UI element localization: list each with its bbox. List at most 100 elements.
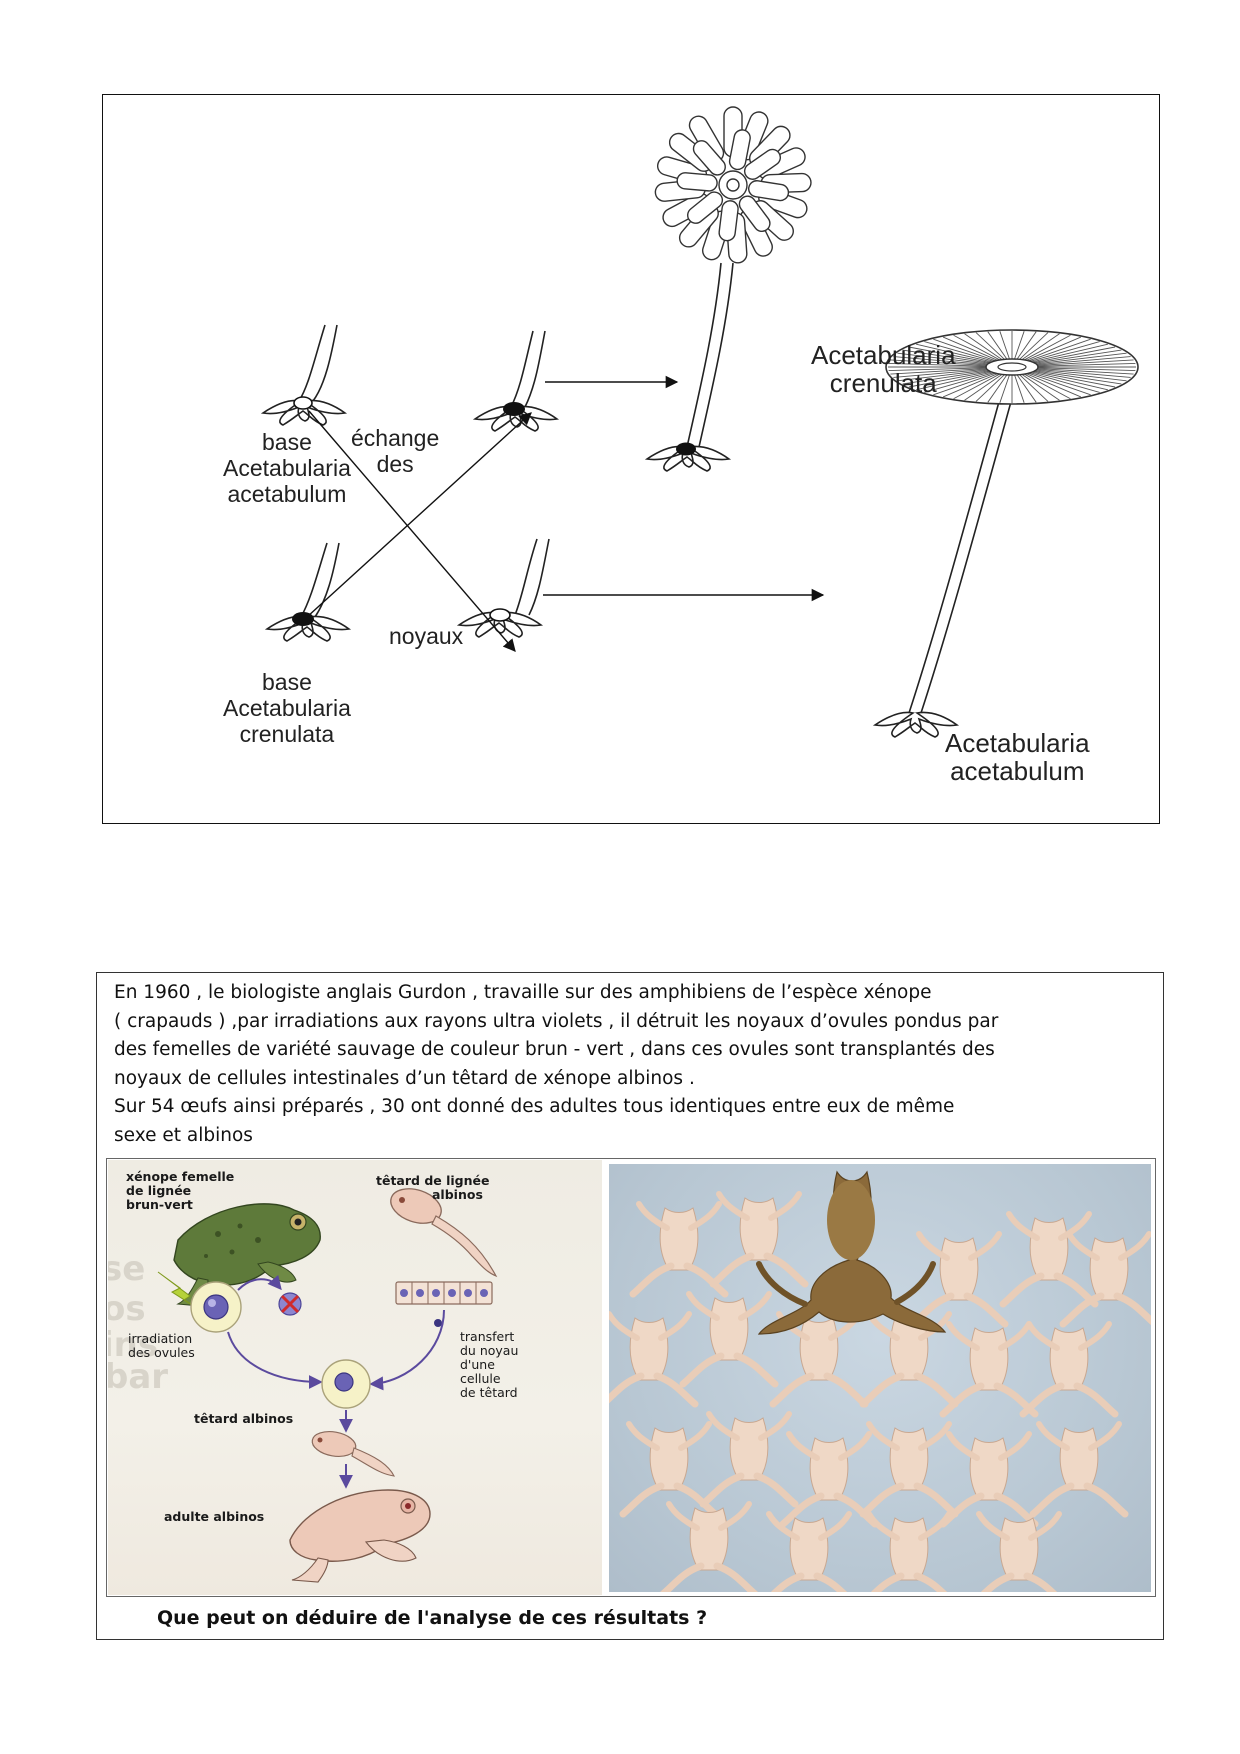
cap-rib xyxy=(933,338,996,362)
exchange-arrow-up xyxy=(306,412,532,618)
base-acetabulum-cell xyxy=(262,324,346,426)
label-female-frog: xénope femelle de lignée brun-vert xyxy=(126,1169,235,1212)
grafted-cell-top xyxy=(474,330,558,432)
albino-frog xyxy=(679,1291,779,1388)
svg-text:ins: ins xyxy=(108,1325,158,1365)
cap-rib xyxy=(1034,349,1122,364)
svg-text:se: se xyxy=(108,1249,145,1289)
cap-rib xyxy=(1016,374,1037,403)
cap-rib xyxy=(1037,359,1134,366)
cap-rib xyxy=(1030,372,1100,393)
paragraph-line: En 1960 , le biologiste anglais Gurdon ,… xyxy=(114,982,932,1003)
cap-rib xyxy=(1021,333,1060,360)
cloned-frogs-illustration xyxy=(609,1170,1151,1592)
cap-rib xyxy=(1021,374,1060,401)
albino-frog xyxy=(619,1421,719,1518)
cap-rib xyxy=(1033,371,1116,388)
paragraph-line: noyaux de cellules intestinales d’un têt… xyxy=(114,1067,695,1089)
albino-tadpole-top xyxy=(390,1188,498,1278)
label-base-acetabulum: base Acetabularia acetabulum xyxy=(223,429,351,507)
cap-rib xyxy=(975,332,1005,360)
female-frog-brown-green xyxy=(173,1203,321,1307)
label-base-crenulata: base Acetabularia crenulata xyxy=(223,669,351,747)
acetabularia-acetabulum-plant xyxy=(874,329,1139,738)
label-result-acetabulum: Acetabularia acetabulum xyxy=(945,728,1090,786)
cloned-frogs-photo xyxy=(609,1164,1151,1592)
white-nucleus xyxy=(293,396,313,410)
cap-rib xyxy=(890,359,987,366)
albino-frog xyxy=(699,1411,799,1508)
cap-rib xyxy=(1037,367,1136,371)
cap-rib xyxy=(1037,363,1136,367)
cap-rib xyxy=(893,368,988,378)
cap-rib xyxy=(888,363,987,367)
cap-rib xyxy=(1028,338,1091,362)
cap-rib xyxy=(1031,343,1108,363)
label-albino-tadpole-line: têtard de lignée albinos xyxy=(376,1173,490,1202)
albino-frog xyxy=(660,1501,758,1592)
albino-frog xyxy=(866,1511,952,1592)
acetabularia-figure: base Acetabularia acetabulum échange des… xyxy=(102,94,1160,824)
albino-frog xyxy=(629,1201,729,1298)
cap-rib xyxy=(1024,334,1071,361)
cap-rib xyxy=(890,368,987,375)
cap-rib xyxy=(1037,368,1134,375)
exchange-arrow-down xyxy=(308,410,516,652)
experiment-figures-panel: seosinsbar xyxy=(106,1158,1156,1597)
label-exchange: échange des xyxy=(351,425,440,477)
cap-rib xyxy=(987,374,1008,403)
paragraph-line: ( crapauds ) ,par irradiations aux rayon… xyxy=(114,1010,999,1032)
cap-rib xyxy=(1035,352,1127,365)
cap-rib xyxy=(942,373,998,398)
cap-rib xyxy=(902,349,990,364)
cap-rib xyxy=(953,373,1000,400)
albino-frog xyxy=(1019,1321,1119,1418)
cap-rib xyxy=(1036,368,1131,378)
paragraph-line: des femelles de variété sauvage de coule… xyxy=(114,1039,995,1061)
cap-rib xyxy=(897,352,989,365)
cap-rib xyxy=(1035,369,1127,382)
cap-rib xyxy=(908,346,991,363)
gurdon-experiment-box: En 1960 , le biologiste anglais Gurdon ,… xyxy=(96,972,1164,1640)
cap-rib xyxy=(964,374,1003,401)
cap-rib xyxy=(1019,374,1049,402)
cap-rib xyxy=(1031,371,1108,391)
cap-rib xyxy=(999,374,1010,403)
albino-frog xyxy=(609,1311,699,1408)
cap-rib xyxy=(916,371,993,391)
label-albino-adult: adulte albinos xyxy=(164,1509,265,1524)
cap-rib xyxy=(1028,372,1091,396)
cap-rib xyxy=(1014,374,1025,403)
cap-rib xyxy=(1036,356,1131,366)
cap-rib xyxy=(942,336,998,361)
svg-text:bar: bar xyxy=(108,1357,168,1397)
albino-frog xyxy=(859,1421,959,1518)
cap-rib xyxy=(924,341,994,362)
albino-frog xyxy=(939,1321,1039,1418)
albino-frog xyxy=(766,1511,852,1592)
cap-rib xyxy=(999,331,1010,360)
scheme-drawing: seosinsbar xyxy=(108,1188,498,1583)
cap-rib xyxy=(1026,336,1082,361)
albino-frog xyxy=(999,1211,1099,1308)
albino-frog xyxy=(939,1431,1039,1528)
cap-rib xyxy=(902,370,990,385)
cap-rib xyxy=(1026,373,1082,398)
cap-rib xyxy=(916,343,993,363)
nuclear-transfer-scheme: seosinsbar xyxy=(108,1160,602,1595)
cap-rib xyxy=(1034,370,1122,385)
cap-rib xyxy=(897,369,989,382)
recipient-egg-icon xyxy=(321,1359,371,1409)
question-text: Que peut on déduire de l'analyse de ces … xyxy=(157,1607,708,1629)
cap-rib xyxy=(893,356,988,366)
intestinal-cells xyxy=(395,1281,493,1327)
brown-frog xyxy=(756,1170,947,1335)
acetabularia-diagram xyxy=(262,106,1139,738)
base-crenulata-cell xyxy=(266,542,350,642)
albino-tadpole-middle xyxy=(311,1430,395,1477)
label-result-crenulata: Acetabularia crenulata xyxy=(811,340,956,398)
cap-rib xyxy=(1030,341,1100,362)
acetabularia-crenulata-plant xyxy=(646,106,812,472)
cap-rib xyxy=(924,372,994,393)
albino-frog xyxy=(1029,1421,1129,1518)
